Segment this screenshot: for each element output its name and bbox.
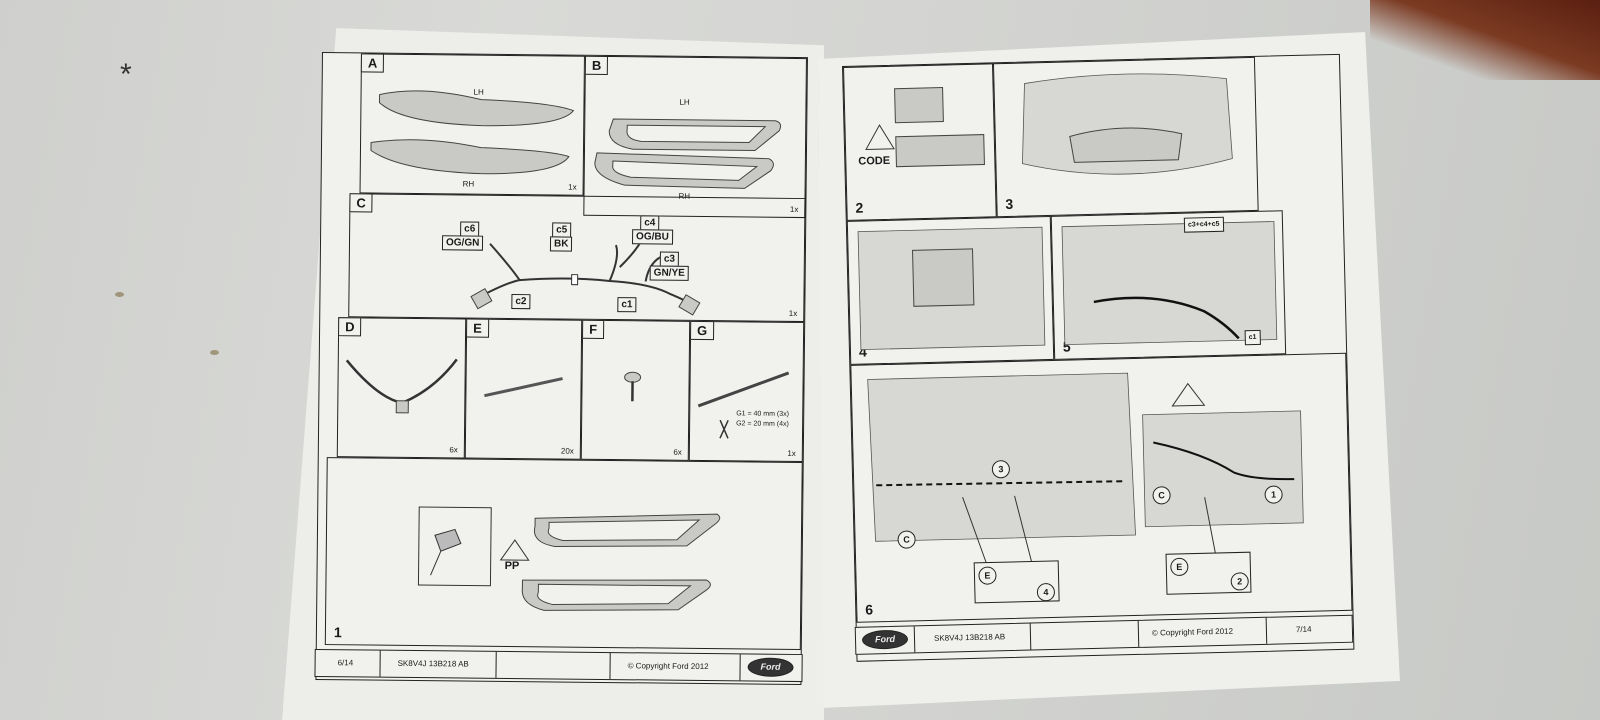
- panel-b: B LH RH 1x: [583, 55, 807, 219]
- cable-tie-drawing: [484, 377, 563, 398]
- code-label: CODE: [858, 154, 891, 168]
- left-sheet: A LH RH 1x B LH RH 1x C 1x: [314, 52, 808, 686]
- g2-length: G2 = 20 mm (4x): [736, 420, 789, 428]
- ink-mark: *: [120, 58, 132, 91]
- left-footer: 6/14 SK8V4J 13B218 AB © Copyright Ford 2…: [314, 648, 803, 683]
- panel-g: G 1x G1 = 40 mm (3x) G2 = 20 mm (4x): [688, 320, 805, 463]
- step-3: 3: [992, 56, 1259, 218]
- copyright: © Copyright Ford 2012: [627, 661, 709, 672]
- page-number: 7/14: [1295, 624, 1312, 635]
- panel-a: A LH RH 1x: [359, 53, 585, 196]
- battery-radio-drawing: [865, 87, 985, 168]
- step-2: 2 CODE: [843, 63, 997, 221]
- copyright: © Copyright Ford 2012: [1151, 626, 1234, 638]
- step-6: 6 3 C C 1 E 4 E 2: [850, 352, 1353, 623]
- ford-logo: Ford: [747, 657, 794, 677]
- connector-c3: c3: [659, 251, 680, 267]
- panel-c: C 1x c6 OG/GN c5 BK c4 OG/BU c3 GN/YE c2…: [348, 193, 806, 323]
- connector-c6-color: OG/GN: [441, 235, 484, 251]
- panel-e: E 20x: [464, 318, 583, 460]
- pp-warning: PP: [504, 559, 520, 573]
- page-number: 6/14: [337, 658, 354, 668]
- connector-c1: c1: [617, 297, 637, 313]
- step-4: 4: [846, 215, 1055, 365]
- g1-length: G1 = 40 mm (3x): [736, 410, 789, 418]
- connector-c5-color: BK: [549, 236, 573, 252]
- tape-drawing: [697, 371, 790, 439]
- panel-d: D 6x: [336, 317, 467, 459]
- battery-removal-drawing: [857, 226, 1046, 351]
- surface-speck: [115, 292, 124, 297]
- part-number: SK8V4J 13B218 AB: [397, 658, 469, 669]
- step-1: 1 PP: [324, 457, 803, 651]
- connector-c2: c2: [511, 293, 531, 310]
- step-5: 5 c3+c4+c5 c1: [1050, 210, 1287, 360]
- right-sheet: 2 CODE 3 4 5 c3+c4+c5 c1 6: [842, 53, 1355, 662]
- lamp-trim-drawing: [370, 90, 575, 175]
- step-5-callout: c3+c4+c5: [1183, 216, 1224, 233]
- connector-c3-color: GN/YE: [649, 265, 689, 281]
- connector-c6: c6: [460, 221, 480, 237]
- step-5-c1: c1: [1244, 329, 1261, 346]
- panel-f: F 6x: [580, 319, 691, 461]
- surface-speck: [210, 350, 219, 355]
- ford-logo: Ford: [861, 629, 909, 650]
- screw-drawing: [624, 371, 642, 402]
- engine-bay-drawing: [1022, 73, 1233, 175]
- harness-routing-drawing: [1061, 221, 1278, 346]
- connector-c4-color: OG/BU: [632, 229, 673, 245]
- part-number: SK8V4J 13B218 AB: [933, 632, 1006, 643]
- cable-tie-clip-drawing: [345, 358, 458, 414]
- wiring-harness-drawing: [470, 231, 701, 316]
- background-object: [1370, 0, 1600, 80]
- connector-c4: c4: [640, 215, 660, 231]
- connector-c5: c5: [552, 222, 572, 238]
- bezel-drawing: [594, 118, 782, 189]
- spray-paint-drawing: [417, 506, 721, 611]
